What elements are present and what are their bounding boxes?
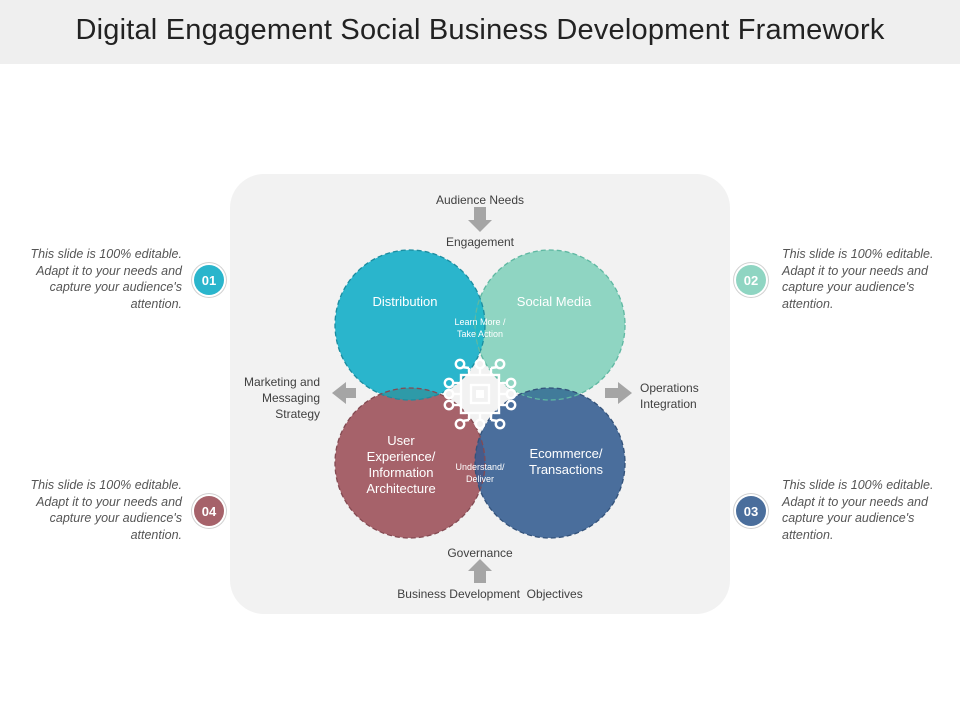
label-understand-deliver: Understand/ Deliver xyxy=(455,462,505,484)
title-bar xyxy=(0,0,960,64)
label-operations-integration: Operations Integration xyxy=(640,381,699,411)
circle-social-media xyxy=(475,250,625,400)
page-title: Digital Engagement Social Business Devel… xyxy=(75,14,885,46)
label-marketing-strategy: Marketing and Messaging Strategy xyxy=(243,375,320,421)
step-text-02: This slide is 100% editable. Adapt it to… xyxy=(782,247,934,311)
circuit-chip-icon xyxy=(443,358,517,430)
circle-distribution xyxy=(335,250,485,400)
label-learn-more: Learn More / Take Action xyxy=(454,317,506,339)
label-governance: Governance xyxy=(447,546,513,560)
arrow-left-icon xyxy=(332,382,356,404)
label-business-objectives: Business Development Objectives xyxy=(397,587,583,601)
step-text-04: This slide is 100% editable. Adapt it to… xyxy=(30,478,182,542)
circle-user-experience xyxy=(335,388,485,538)
label-distribution: Distribution xyxy=(372,294,438,309)
label-audience-needs: Audience Needs xyxy=(435,193,525,207)
arrow-up-icon xyxy=(468,559,492,583)
outline-social-media xyxy=(474,249,626,401)
label-engagement: Engagement xyxy=(445,235,515,249)
circle-ecommerce xyxy=(475,388,625,538)
label-social-media: Social Media xyxy=(516,294,592,309)
outline-distribution xyxy=(334,249,486,401)
outline-ecommerce xyxy=(474,387,626,539)
step-text-03: This slide is 100% editable. Adapt it to… xyxy=(782,478,934,542)
step-badge-03: 03 xyxy=(736,496,766,526)
arrow-down-icon xyxy=(468,207,492,232)
step-text-01: This slide is 100% editable. Adapt it to… xyxy=(30,247,182,311)
label-user-experience: User Experience/ Information Architectur… xyxy=(366,433,436,496)
arrow-right-icon xyxy=(605,382,632,404)
label-ecommerce: Ecommerce/ Transactions xyxy=(529,446,603,477)
step-badge-01: 01 xyxy=(194,265,224,295)
step-badge-04: 04 xyxy=(194,496,224,526)
outline-user-experience xyxy=(334,387,486,539)
step-badge-02: 02 xyxy=(736,265,766,295)
